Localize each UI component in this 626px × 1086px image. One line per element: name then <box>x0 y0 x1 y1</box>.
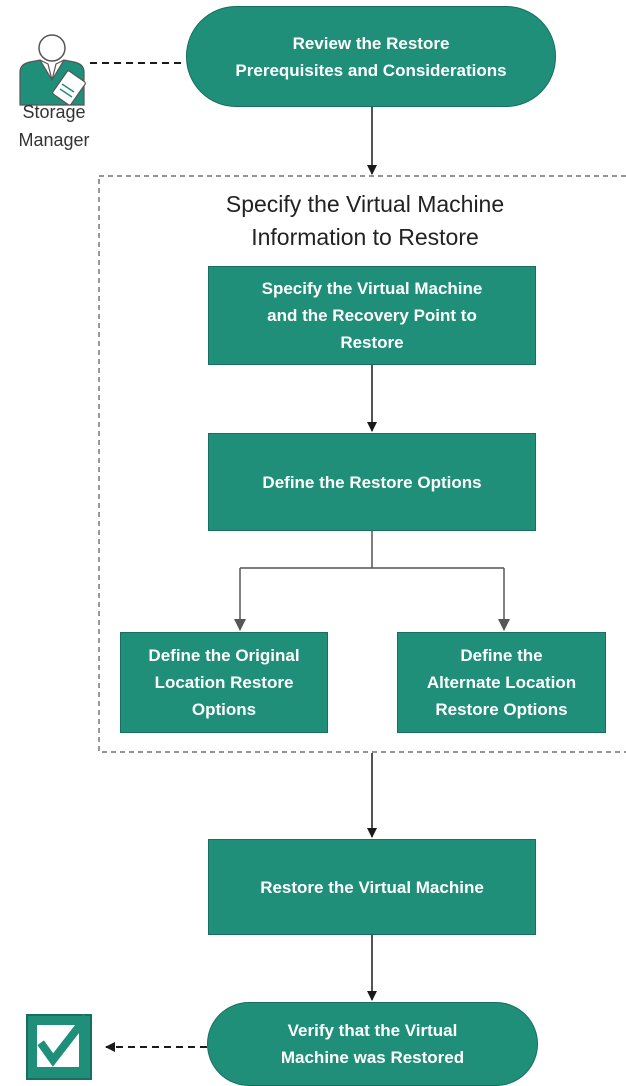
original-location-node[interactable]: Define the Original Location Restore Opt… <box>120 632 328 733</box>
specify-vm-node[interactable]: Specify the Virtual Machine and the Reco… <box>208 266 536 365</box>
review-prerequisites-node[interactable]: Review the Restore Prerequisites and Con… <box>186 6 556 107</box>
specify-vm-label: Specify the Virtual Machine and the Reco… <box>261 279 483 352</box>
define-restore-options-label: Define the Restore Options <box>262 472 482 492</box>
define-restore-options-node[interactable]: Define the Restore Options <box>208 433 536 531</box>
storage-manager-person-icon <box>19 34 86 106</box>
checkbox-checked-icon <box>26 1014 92 1080</box>
alternate-location-node[interactable]: Define the Alternate Location Restore Op… <box>397 632 606 733</box>
original-location-label: Define the Original Location Restore Opt… <box>148 646 300 719</box>
group-title: Specify the Virtual Machine Information … <box>225 191 505 250</box>
alternate-location-label: Define the Alternate Location Restore Op… <box>426 646 577 719</box>
group-boundary <box>98 175 626 753</box>
branch-connector <box>240 531 504 569</box>
verify-restored-label: Verify that the Virtual Machine was Rest… <box>280 1021 465 1067</box>
storage-manager-label: Storage Manager <box>18 102 90 150</box>
restore-vm-label: Restore the Virtual Machine <box>260 877 484 897</box>
verify-restored-node[interactable]: Verify that the Virtual Machine was Rest… <box>207 1002 538 1086</box>
restore-vm-node[interactable]: Restore the Virtual Machine <box>208 839 536 935</box>
review-prerequisites-label: Review the Restore Prerequisites and Con… <box>235 33 507 80</box>
